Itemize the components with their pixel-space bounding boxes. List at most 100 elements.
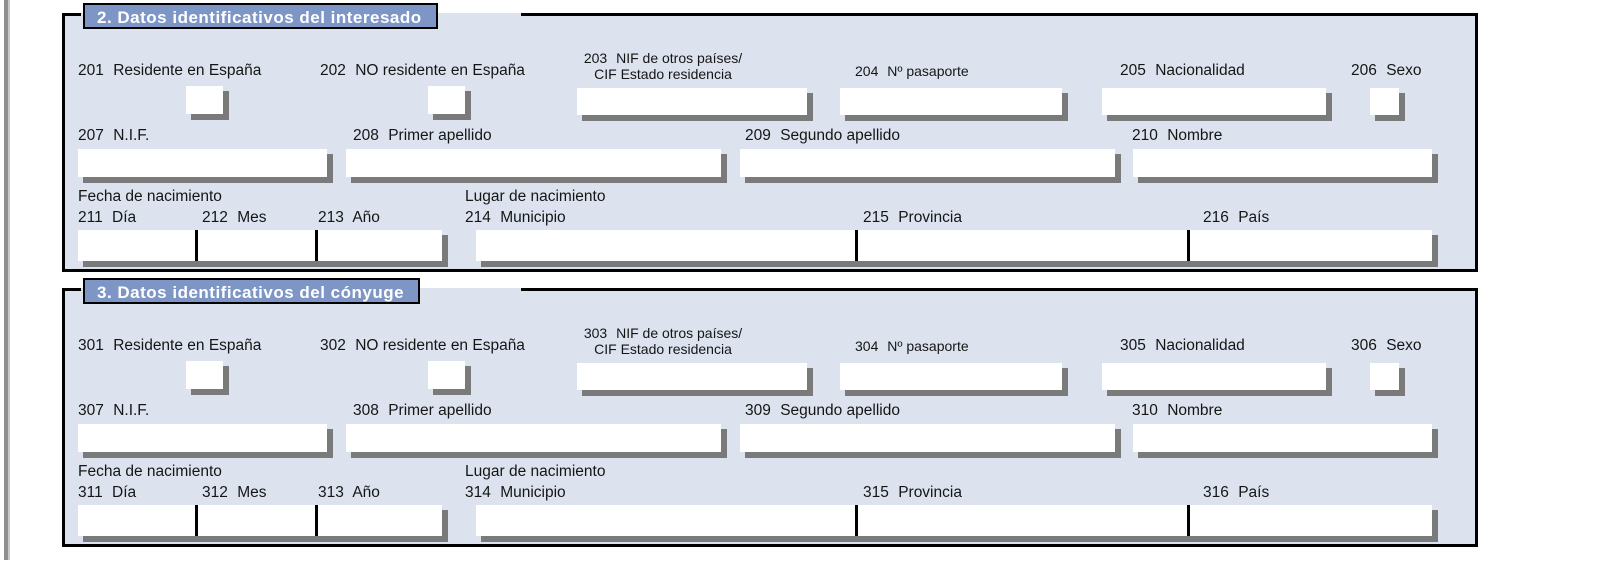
label-207-nif: 207 N.I.F. [78, 127, 149, 144]
field-label-206: Sexo [1386, 62, 1422, 79]
field-code-210: 210 [1132, 127, 1158, 144]
input-209-segundo-apellido[interactable] [740, 149, 1121, 183]
field-code-214: 214 [465, 209, 491, 226]
label-201-residente-en-espana: 201 Residente en España [78, 62, 261, 79]
field-label-305: Nacionalidad [1155, 337, 1245, 354]
label-215-provincia: 215 Provincia [863, 209, 962, 226]
label-203-nif-otros-paises: 203 NIF de otros países/ CIF Estado resi… [538, 50, 788, 82]
label-309-segundo-apellido: 309 Segundo apellido [745, 402, 900, 419]
checkbox-202-no-residente-en-espana[interactable] [428, 86, 471, 120]
input-group-fecha-de-nacimiento-conyuge[interactable] [78, 505, 448, 542]
label-308-primer-apellido: 308 Primer apellido [353, 402, 492, 419]
label-216-pais: 216 País [1203, 209, 1269, 226]
page-left-margin-rule [4, 0, 8, 560]
label-304-numero-pasaporte: 304 Nº pasaporte [855, 338, 969, 354]
input-210-nombre[interactable] [1133, 149, 1438, 183]
field-label-209: Segundo apellido [780, 127, 900, 144]
field-label-208: Primer apellido [388, 127, 492, 144]
input-309-segundo-apellido[interactable] [740, 424, 1121, 458]
field-code-209: 209 [745, 127, 771, 144]
divider-provincia-pais-conyuge [1187, 505, 1190, 536]
input-308-primer-apellido[interactable] [346, 424, 727, 458]
field-label-214: Municipio [500, 209, 566, 226]
field-label-314: Municipio [500, 484, 566, 501]
field-code-212: 212 [202, 209, 228, 226]
section-2-title: 2. Datos identificativos del interesado [83, 3, 438, 29]
field-label-310: Nombre [1167, 402, 1223, 419]
input-304-numero-pasaporte[interactable] [840, 363, 1068, 396]
field-code-207: 207 [78, 127, 104, 144]
input-305-nacionalidad[interactable] [1102, 363, 1332, 396]
field-label-307: N.I.F. [113, 402, 150, 419]
field-label-316: País [1238, 484, 1270, 501]
label-316-pais: 316 País [1203, 484, 1269, 501]
divider-mes-ano-conyuge [315, 505, 318, 536]
field-code-304: 304 [855, 338, 879, 354]
field-code-215: 215 [863, 209, 889, 226]
input-205-nacionalidad[interactable] [1102, 88, 1332, 121]
field-code-314: 314 [465, 484, 491, 501]
field-code-208: 208 [353, 127, 379, 144]
field-code-316: 316 [1203, 484, 1229, 501]
label-315-provincia: 315 Provincia [863, 484, 962, 501]
field-code-307: 307 [78, 402, 104, 419]
page-left-margin-rule-secondary [8, 0, 10, 560]
field-label-215: Provincia [898, 209, 962, 226]
label-314-municipio: 314 Municipio [465, 484, 566, 501]
field-code-311: 311 [78, 484, 103, 501]
input-208-primer-apellido[interactable] [346, 149, 727, 183]
label-302-no-residente-en-espana: 302 NO residente en España [320, 337, 525, 354]
field-label-313: Año [352, 484, 380, 501]
divider-municipio-provincia-conyuge [855, 505, 858, 536]
field-label-309: Segundo apellido [780, 402, 900, 419]
input-303-nif-otros-paises[interactable] [577, 363, 813, 396]
input-203-nif-otros-paises[interactable] [577, 88, 813, 121]
field-code-206: 206 [1351, 62, 1377, 79]
label-307-nif: 307 N.I.F. [78, 402, 149, 419]
field-label-203-line2: CIF Estado residencia [594, 66, 732, 82]
checkbox-201-residente-en-espana[interactable] [186, 86, 229, 120]
input-207-nif[interactable] [78, 149, 333, 183]
label-310-nombre: 310 Nombre [1132, 402, 1222, 419]
field-code-203: 203 [583, 50, 608, 66]
input-307-nif[interactable] [78, 424, 333, 458]
field-code-205: 205 [1120, 62, 1146, 79]
group-label-fecha-de-nacimiento: Fecha de nacimiento [78, 188, 222, 205]
label-210-nombre: 210 Nombre [1132, 127, 1222, 144]
input-306-sexo[interactable] [1370, 363, 1405, 396]
input-group-fecha-de-nacimiento[interactable] [78, 230, 448, 267]
section-3-title: 3. Datos identificativos del cónyuge [83, 278, 421, 304]
field-label-302: NO residente en España [355, 337, 525, 354]
field-code-204: 204 [855, 63, 879, 79]
field-code-313: 313 [318, 484, 344, 501]
input-310-nombre[interactable] [1133, 424, 1438, 458]
input-group-lugar-de-nacimiento-conyuge[interactable] [476, 505, 1438, 542]
label-209-segundo-apellido: 209 Segundo apellido [745, 127, 900, 144]
field-label-213: Año [352, 209, 380, 226]
label-311-dia: 311 Día [78, 484, 136, 501]
checkbox-302-no-residente-en-espana[interactable] [428, 361, 471, 395]
field-code-216: 216 [1203, 209, 1229, 226]
field-code-315: 315 [863, 484, 889, 501]
field-code-309: 309 [745, 402, 771, 419]
label-312-mes: 312 Mes [202, 484, 266, 501]
checkbox-301-residente-en-espana[interactable] [186, 361, 229, 395]
input-group-lugar-de-nacimiento[interactable] [476, 230, 1438, 267]
group-label-fecha-de-nacimiento-conyuge: Fecha de nacimiento [78, 463, 222, 480]
input-206-sexo[interactable] [1370, 88, 1405, 121]
field-label-210: Nombre [1167, 127, 1223, 144]
field-label-311: Día [112, 484, 137, 501]
label-303-nif-otros-paises: 303 NIF de otros países/ CIF Estado resi… [538, 325, 788, 357]
field-label-216: País [1238, 209, 1270, 226]
divider-mes-ano [315, 230, 318, 261]
field-code-211: 211 [78, 209, 103, 226]
field-code-213: 213 [318, 209, 344, 226]
field-code-306: 306 [1351, 337, 1377, 354]
group-label-lugar-de-nacimiento-conyuge: Lugar de nacimiento [465, 463, 606, 480]
field-label-201: Residente en España [113, 62, 262, 79]
input-204-numero-pasaporte[interactable] [840, 88, 1068, 121]
label-212-mes: 212 Mes [202, 209, 266, 226]
section-datos-conyuge: 3. Datos identificativos del cónyuge 301… [62, 278, 1478, 547]
field-code-201: 201 [78, 62, 104, 79]
